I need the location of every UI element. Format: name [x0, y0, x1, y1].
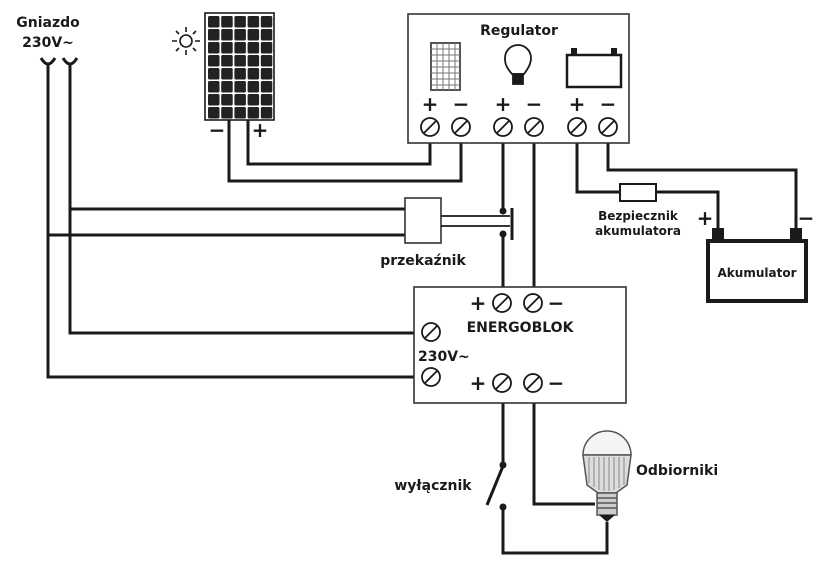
battery: Akumulator + −: [697, 206, 815, 303]
energoblok: + − ENERGOBLOK 230V~ + −: [413, 286, 627, 404]
battery-icon: [565, 48, 623, 89]
solar-cell: [208, 94, 220, 106]
led-bulb-icon: Odbiorniki: [582, 430, 718, 522]
regulator-title: Regulator: [480, 23, 558, 39]
solar-cell: [234, 29, 246, 41]
energoblok-out-minus: −: [548, 371, 565, 395]
solar-cell: [247, 42, 260, 54]
regulator-sign: −: [600, 92, 617, 116]
solar-cell: [221, 68, 233, 80]
regulator-sign: −: [526, 92, 543, 116]
solar-cell: [234, 42, 246, 54]
solar-cell: [208, 42, 220, 54]
solar-cell: [221, 55, 233, 67]
relay: przekaźnik: [380, 197, 514, 269]
panel-plus: +: [252, 118, 269, 142]
solar-cell: [208, 16, 220, 28]
regulator: Regulator +−+−+−: [407, 13, 630, 144]
solar-cell: [221, 94, 233, 106]
solar-cell: [234, 68, 246, 80]
solar-cell: [208, 81, 220, 93]
solar-cell: [221, 29, 233, 41]
solar-cell: [221, 16, 233, 28]
regulator-sign: +: [569, 92, 586, 116]
solar-cell: [208, 55, 220, 67]
regulator-sign: +: [422, 92, 439, 116]
energoblok-voltage: 230V~: [418, 349, 470, 365]
energoblok-in-minus: −: [548, 291, 565, 315]
socket-voltage: 230V~: [22, 35, 74, 51]
energoblok-title: ENERGOBLOK: [467, 320, 575, 336]
battery-minus: −: [798, 206, 815, 230]
panel-minus: −: [209, 118, 226, 142]
solar-cell: [234, 107, 246, 119]
solar-cell: [234, 55, 246, 67]
fuse-label-2: akumulatora: [595, 224, 681, 238]
wires: [46, 64, 798, 555]
regulator-sign: +: [495, 92, 512, 116]
solar-cell: [247, 107, 260, 119]
solar-cell: [260, 55, 273, 67]
solar-cell: [247, 68, 260, 80]
solar-cell: [247, 81, 260, 93]
solar-cell: [260, 16, 273, 28]
switch-label: wyłącznik: [394, 478, 472, 494]
solar-panel: − +: [204, 12, 275, 142]
solar-cell: [260, 94, 273, 106]
solar-cell: [234, 94, 246, 106]
solar-cell: [247, 16, 260, 28]
socket-plug-icon: [39, 57, 79, 66]
socket-title: Gniazdo: [16, 15, 80, 31]
energoblok-out-plus: +: [470, 371, 487, 395]
energoblok-in-plus: +: [470, 291, 487, 315]
solar-cell: [247, 29, 260, 41]
solar-cell: [234, 16, 246, 28]
solar-panel-icon: [430, 42, 461, 91]
solar-cell: [208, 29, 220, 41]
solar-cell: [221, 107, 233, 119]
fuse-label-1: Bezpiecznik: [598, 209, 679, 223]
solar-cell: [247, 55, 260, 67]
solar-cell: [208, 107, 220, 119]
relay-label: przekaźnik: [380, 253, 466, 269]
solar-cell: [247, 94, 260, 106]
sun-icon: [172, 27, 200, 55]
solar-cell: [260, 68, 273, 80]
light-bulb-icon: [504, 44, 532, 85]
load-label: Odbiorniki: [636, 463, 718, 479]
battery-plus: +: [697, 206, 714, 230]
solar-cell: [221, 81, 233, 93]
solar-cell: [260, 42, 273, 54]
battery-label: Akumulator: [718, 266, 797, 280]
solar-cell: [234, 81, 246, 93]
wall-socket: Gniazdo 230V~: [16, 15, 80, 66]
switch: wyłącznik: [394, 461, 507, 511]
regulator-sign: −: [453, 92, 470, 116]
solar-cell: [260, 81, 273, 93]
solar-cell: [260, 29, 273, 41]
solar-cell: [221, 42, 233, 54]
solar-cell: [260, 107, 273, 119]
solar-cell: [208, 68, 220, 80]
battery-fuse: Bezpiecznik akumulatora: [595, 183, 681, 238]
